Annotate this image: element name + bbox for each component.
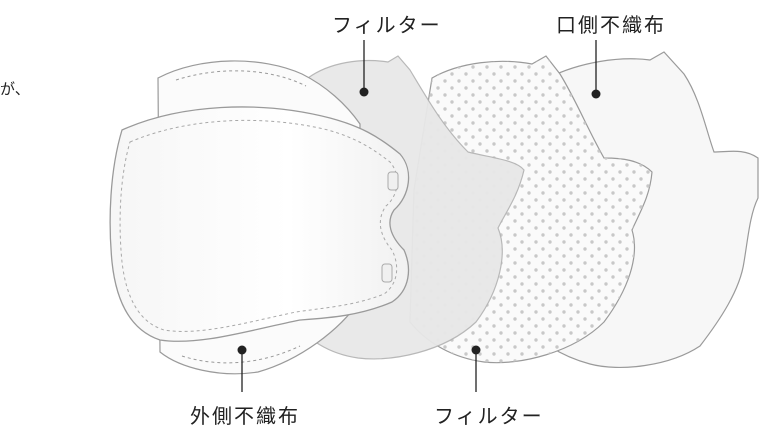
label-filter-top: フィルター (332, 13, 442, 37)
label-filter-bottom: フィルター (434, 404, 544, 428)
callout-dot-filter-top (359, 87, 369, 97)
callout-dot-filter-bottom (471, 345, 481, 355)
label-mouth-side-nonwoven: 口側不織布 (556, 13, 666, 37)
callout-dot-outer-nonwoven (237, 345, 247, 355)
mask-front-panel (109, 106, 410, 342)
cut-off-side-text: が、 (0, 80, 30, 98)
label-outer-side-nonwoven: 外側不織布 (190, 404, 300, 428)
callout-dot-mouth-nonwoven (591, 89, 601, 99)
